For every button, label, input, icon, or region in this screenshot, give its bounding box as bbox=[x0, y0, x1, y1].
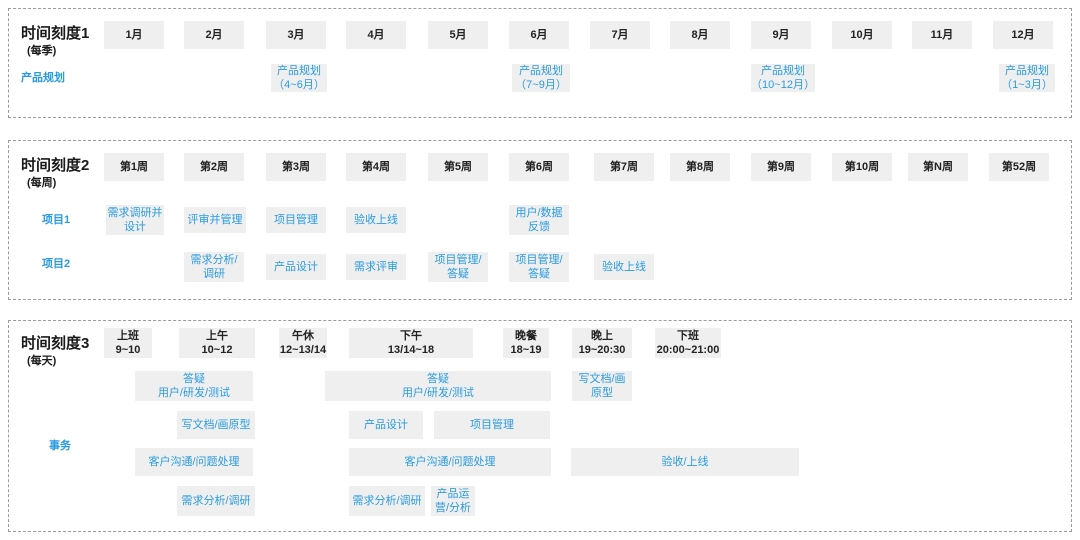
product-planning-label: 产品规划 bbox=[21, 72, 65, 84]
affair-cell: 需求分析/调研 bbox=[349, 486, 425, 516]
month-cell: 5月 bbox=[428, 21, 488, 49]
project-2-task: 需求评审 bbox=[346, 254, 406, 280]
affair-cell: 客户沟通/问题处理 bbox=[135, 448, 253, 476]
week-cell: 第1周 bbox=[104, 153, 164, 181]
project-2-label: 项目2 bbox=[42, 258, 71, 270]
project-2-task: 产品设计 bbox=[266, 254, 326, 280]
project-1-label: 项目1 bbox=[42, 214, 71, 226]
month-cell: 11月 bbox=[912, 21, 972, 49]
affair-cell: 产品设计 bbox=[349, 411, 423, 439]
week-cell: 第6周 bbox=[509, 153, 569, 181]
week-cell: 第10周 bbox=[832, 153, 892, 181]
week-cell: 第7周 bbox=[594, 153, 654, 181]
month-cell: 2月 bbox=[184, 21, 244, 49]
month-cell: 7月 bbox=[590, 21, 650, 49]
affairs-label: 事务 bbox=[49, 440, 71, 452]
week-cell: 第N周 bbox=[908, 153, 968, 181]
month-cell: 8月 bbox=[670, 21, 730, 49]
affair-cell: 需求分析/调研 bbox=[177, 486, 255, 516]
project-1-task: 评审并管理 bbox=[184, 207, 246, 233]
month-cell: 9月 bbox=[751, 21, 811, 49]
project-1-task: 需求调研并设计 bbox=[106, 205, 164, 235]
plan-cell: 产品规划（4~6月） bbox=[271, 64, 327, 92]
affair-cell: 写文档/画原型 bbox=[177, 411, 255, 439]
affair-cell: 项目管理 bbox=[434, 411, 550, 439]
scale-2-heading: 时间刻度2 (每周) bbox=[21, 157, 90, 189]
week-cell: 第9周 bbox=[751, 153, 811, 181]
month-cell: 10月 bbox=[832, 21, 892, 49]
project-1-task: 用户/数据反馈 bbox=[509, 205, 569, 235]
week-cell: 第52周 bbox=[989, 153, 1049, 181]
project-2-task: 验收上线 bbox=[594, 254, 654, 280]
affair-cell: 客户沟通/问题处理 bbox=[349, 448, 551, 476]
scale-1-heading: 时间刻度1 (每季) bbox=[21, 25, 90, 57]
project-2-task: 需求分析/调研 bbox=[184, 252, 244, 282]
plan-cell: 产品规划（7~9月） bbox=[512, 64, 570, 92]
week-cell: 第5周 bbox=[428, 153, 488, 181]
week-cell: 第4周 bbox=[346, 153, 406, 181]
plan-cell: 产品规划（10~12月） bbox=[751, 64, 815, 92]
week-cell: 第2周 bbox=[184, 153, 244, 181]
project-2-task: 项目管理/答疑 bbox=[428, 252, 488, 282]
month-cell: 1月 bbox=[104, 21, 164, 49]
quarterly-scale-panel: 时间刻度1 (每季) 产品规划 1月 2月 3月 4月 5月 6月 7月 8月 … bbox=[8, 8, 1072, 118]
month-cell: 12月 bbox=[993, 21, 1053, 49]
affair-cell: 写文档/画原型 bbox=[572, 371, 632, 401]
project-1-task: 验收上线 bbox=[346, 207, 406, 233]
affair-cell: 答疑用户/研发/测试 bbox=[325, 371, 551, 401]
plan-cell: 产品规划（1~3月） bbox=[999, 64, 1055, 92]
affair-cell: 答疑用户/研发/测试 bbox=[135, 371, 253, 401]
week-cell: 第3周 bbox=[266, 153, 326, 181]
weekly-scale-panel: 时间刻度2 (每周) 项目1 项目2 第1周 第2周 第3周 第4周 第5周 第… bbox=[8, 140, 1072, 300]
affair-cell: 验收/上线 bbox=[571, 448, 799, 476]
project-2-task: 项目管理/答疑 bbox=[509, 252, 569, 282]
affair-cell: 产品运营/分析 bbox=[431, 486, 475, 516]
project-1-task: 项目管理 bbox=[266, 207, 326, 233]
month-cell: 4月 bbox=[346, 21, 406, 49]
scale-3-heading: 时间刻度3 (每天) bbox=[21, 335, 90, 367]
month-cell: 6月 bbox=[509, 21, 569, 49]
month-cell: 3月 bbox=[266, 21, 326, 49]
week-cell: 第8周 bbox=[670, 153, 730, 181]
